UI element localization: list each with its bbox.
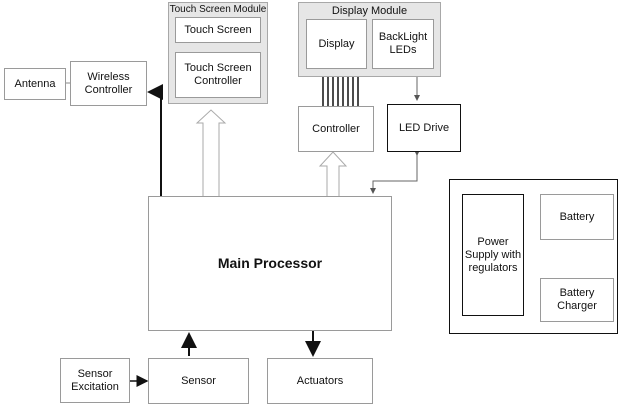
led-drive-label: LED Drive: [398, 121, 450, 134]
battery-block: Battery: [540, 194, 614, 240]
backlight-leds-label: BackLight LEDs: [378, 31, 428, 56]
processor-to-wireless-arrow: [147, 84, 163, 196]
touch-module-title: Touch Screen Module: [169, 4, 267, 15]
led-drive-processor-link: [370, 150, 420, 194]
backlight-leds-block: BackLight LEDs: [372, 19, 434, 69]
antenna-label: Antenna: [14, 77, 56, 90]
display-block: Display: [306, 19, 367, 69]
power-section-frame: [449, 179, 618, 334]
battery-charger-block: Battery Charger: [540, 278, 614, 322]
main-processor-block: Main Processor: [148, 196, 392, 331]
touch-controller-label: Touch Screen Controller: [184, 62, 252, 87]
display-module-title: Display Module: [331, 5, 408, 17]
sensor-excitation-label: Sensor Excitation: [71, 367, 119, 393]
display-label: Display: [318, 37, 355, 50]
main-processor-label: Main Processor: [217, 255, 323, 271]
wireless-controller-block: Wireless Controller: [70, 61, 147, 106]
power-supply-label: Power Supply with regulators: [464, 235, 522, 274]
actuators-label: Actuators: [296, 374, 344, 387]
hollow-arrow-touch: [195, 109, 227, 196]
sensor-excitation-block: Sensor Excitation: [60, 358, 130, 403]
antenna-block: Antenna: [4, 68, 66, 100]
power-supply-block: Power Supply with regulators: [462, 194, 524, 316]
hollow-arrow-controller: [318, 151, 348, 196]
actuators-block: Actuators: [267, 358, 373, 404]
wireless-controller-label: Wireless Controller: [84, 70, 133, 96]
battery-label: Battery: [559, 210, 595, 223]
display-bus-lines: [322, 77, 359, 106]
touch-controller-block: Touch Screen Controller: [175, 52, 261, 98]
sensor-block: Sensor: [148, 358, 249, 404]
controller-block: Controller: [298, 106, 374, 152]
touch-screen-label: Touch Screen: [184, 23, 252, 36]
led-drive-block: LED Drive: [387, 104, 461, 152]
controller-label: Controller: [312, 122, 360, 135]
touch-screen-block: Touch Screen: [175, 17, 261, 43]
sensor-label: Sensor: [181, 374, 216, 387]
battery-charger-label: Battery Charger: [557, 287, 597, 312]
